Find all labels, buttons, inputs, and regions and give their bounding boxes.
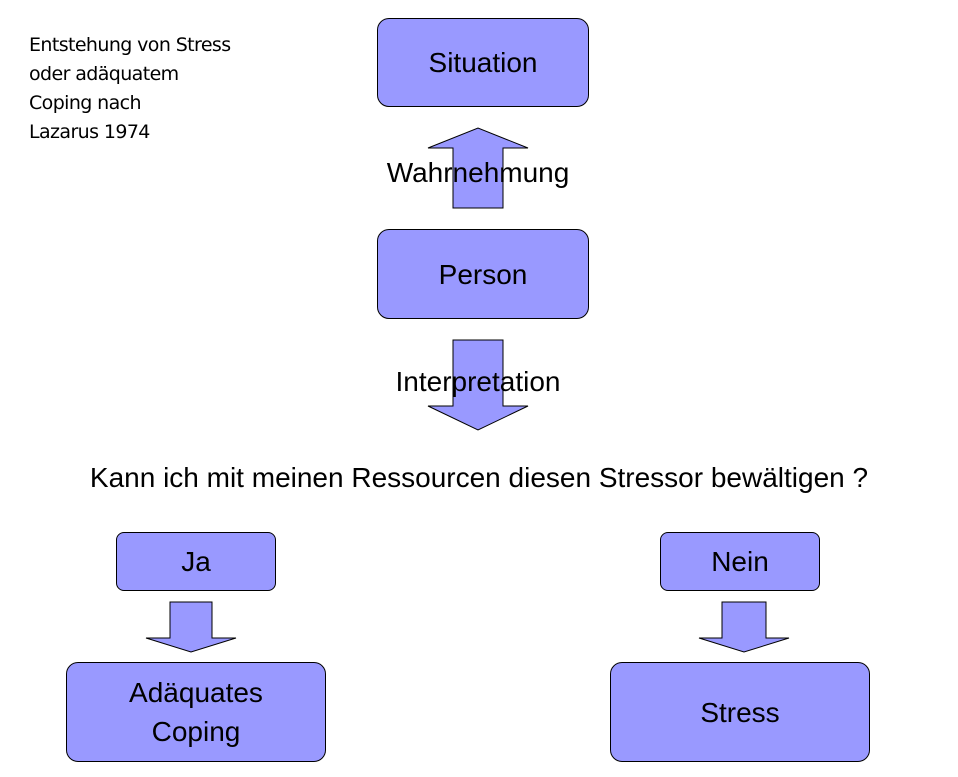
diagram-caption: Entstehung von Stress oder adäquatem Cop… [29, 31, 289, 147]
node-situation: Situation [377, 18, 589, 107]
caption-line-2: oder adäquatem [29, 63, 179, 85]
node-stress-label: Stress [700, 696, 780, 728]
decision-question: Kann ich mit meinen Ressourcen diesen St… [89, 462, 869, 493]
edge-label-interpretation: Interpretation [395, 366, 561, 397]
node-coping-label-line-1: Adäquates [129, 677, 263, 708]
node-adequate-coping: Adäquates Coping [66, 662, 326, 762]
arrow-down-interpretation [427, 339, 529, 431]
edge-label-perception: Wahrnehmung [386, 157, 570, 188]
node-coping-label-line-2: Coping [151, 716, 241, 747]
arrow-down-nein [698, 601, 790, 653]
arrow-up-perception [427, 127, 529, 209]
caption-line-4: Lazarus 1974 [29, 121, 150, 143]
node-ja: Ja [116, 532, 276, 591]
node-person-label: Person [438, 258, 528, 290]
node-nein-label: Nein [711, 546, 769, 577]
arrow-down-ja [145, 601, 237, 653]
caption-line-1: Entstehung von Stress [29, 34, 231, 56]
node-nein: Nein [660, 532, 820, 591]
node-person: Person [377, 229, 589, 319]
node-ja-label: Ja [181, 546, 211, 577]
node-stress: Stress [610, 662, 870, 762]
node-situation-label: Situation [428, 47, 538, 78]
caption-line-3: Coping nach [29, 92, 142, 114]
